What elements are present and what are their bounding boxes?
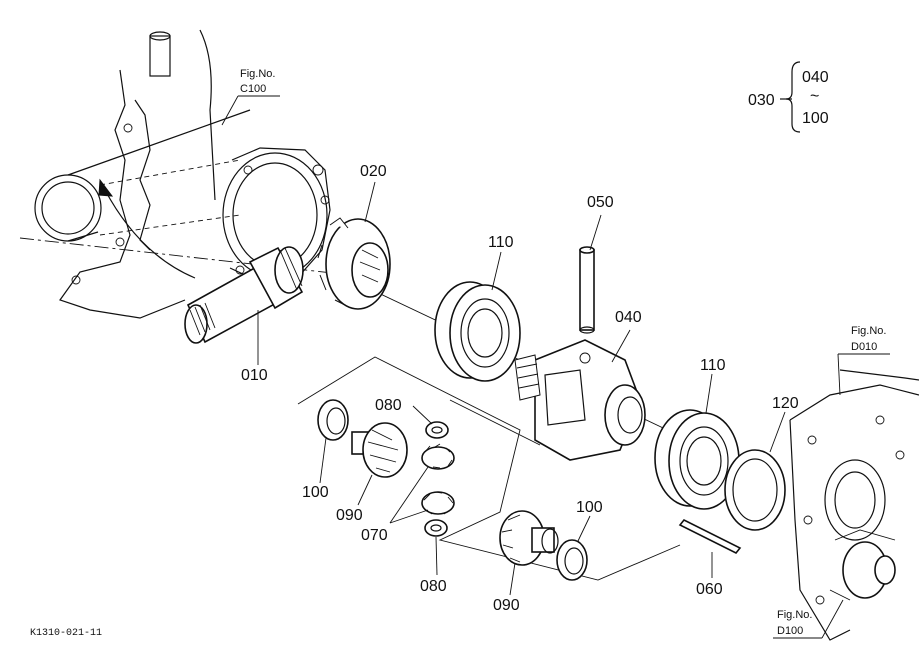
fig-ref-code: D010	[851, 341, 877, 353]
part-label-110-right[interactable]: 110	[700, 357, 726, 374]
side-gear-090-right[interactable]	[499, 510, 559, 566]
bearing-110-left[interactable]	[434, 281, 521, 382]
diff-case-040[interactable]	[514, 339, 646, 461]
washer-080-bottom[interactable]	[424, 519, 448, 537]
washer-100-left[interactable]	[317, 399, 349, 441]
part-label-050[interactable]: 050	[587, 194, 614, 211]
part-label-090-right[interactable]: 090	[493, 597, 520, 614]
part-label-110-left[interactable]: 110	[488, 234, 514, 251]
part-label-020[interactable]: 020	[360, 163, 387, 180]
subassembly-axis	[449, 399, 541, 446]
group-to-label: 100	[802, 110, 829, 127]
gear-020[interactable]	[317, 217, 391, 310]
fig-ref-d010[interactable]: Fig.No. D010	[837, 325, 890, 396]
side-gear-090-left[interactable]	[351, 422, 408, 478]
drawing-code: K1310-021-11	[30, 628, 102, 639]
part-label-100-right[interactable]: 100	[576, 499, 603, 516]
part-label-010[interactable]: 010	[241, 367, 268, 384]
fig-ref-code: C100	[240, 83, 266, 95]
part-label-060[interactable]: 060	[696, 581, 723, 598]
part-label-080-bottom[interactable]: 080	[420, 578, 447, 595]
fig-ref-prefix: Fig.No.	[240, 68, 275, 80]
part-group-bracket: 030 040 ~ 100	[748, 61, 829, 133]
group-tilde: ~	[810, 88, 819, 105]
fig-ref-code: D100	[777, 625, 803, 637]
part-label-100-left[interactable]: 100	[302, 484, 329, 501]
subassembly-outline	[297, 356, 681, 581]
washer-100-right[interactable]	[556, 539, 588, 581]
part-label-070[interactable]: 070	[361, 527, 388, 544]
washer-080-top[interactable]	[425, 421, 449, 439]
shim-120[interactable]	[724, 449, 786, 531]
group-parent-label: 030	[748, 92, 775, 109]
front-axle-housing-drawing	[789, 369, 919, 641]
fig-ref-prefix: Fig.No.	[851, 325, 886, 337]
part-label-090-left[interactable]: 090	[336, 507, 363, 524]
part-label-120[interactable]: 120	[772, 395, 799, 412]
group-from-label: 040	[802, 69, 829, 86]
part-label-080-top[interactable]: 080	[375, 397, 402, 414]
part-labels: 010 020 040 050 060 070 080 080 090 090 …	[241, 163, 799, 614]
leader-lines	[257, 181, 786, 596]
shaft-010[interactable]	[184, 246, 304, 344]
pin-060[interactable]	[678, 518, 742, 555]
pinion-gear-070-bottom[interactable]	[421, 491, 455, 515]
fig-ref-c100[interactable]: Fig.No. C100	[221, 68, 280, 126]
pin-050[interactable]	[579, 246, 595, 334]
part-label-040[interactable]: 040	[615, 309, 642, 326]
pinion-gear-070-top[interactable]	[421, 443, 455, 470]
bearing-110-right[interactable]	[654, 409, 740, 510]
fig-ref-prefix: Fig.No.	[777, 609, 812, 621]
fig-ref-d100[interactable]: Fig.No. D100	[773, 599, 844, 639]
